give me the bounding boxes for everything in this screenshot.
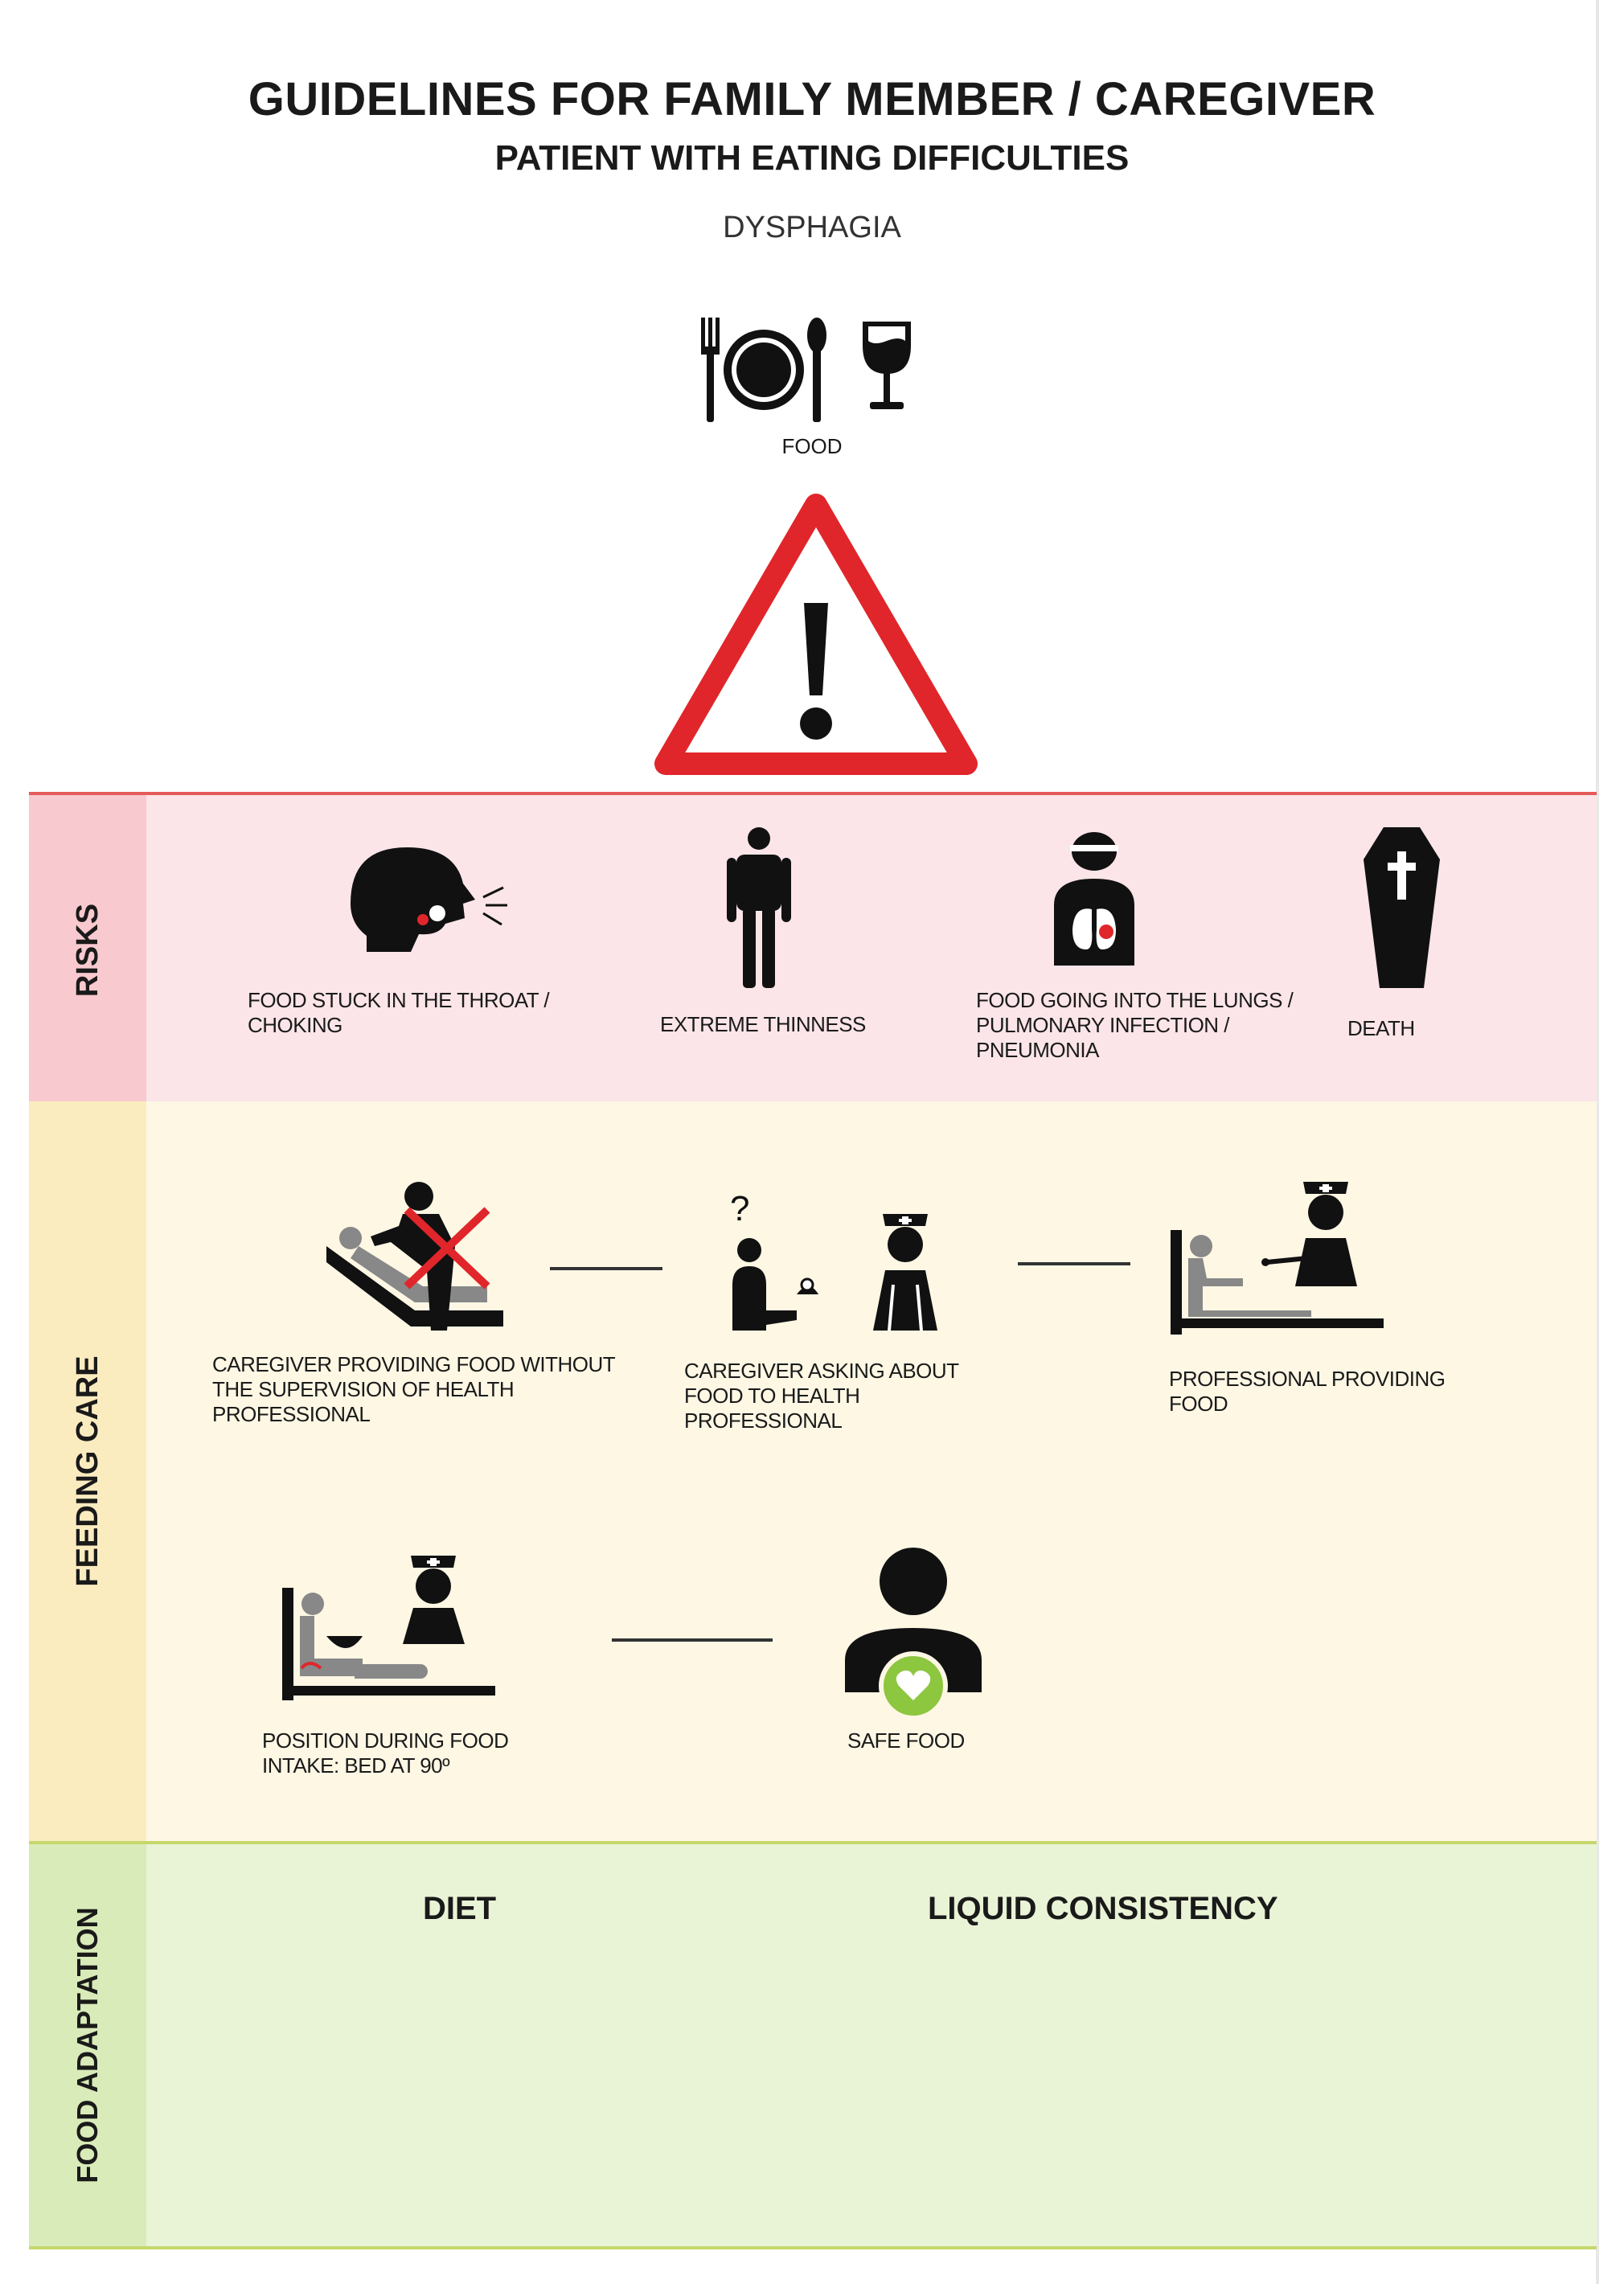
diet-column-header: DIET: [423, 1891, 497, 1926]
wine-glass-icon: [863, 322, 911, 409]
food-label: FOOD: [781, 434, 843, 458]
page-edge: [1596, 0, 1599, 2284]
risk-label-death: DEATH: [1347, 1016, 1415, 1040]
risk-label-pneumonia: FOOD GOING INTO THE LUNGS / PULMONARY IN…: [976, 988, 1294, 1062]
svg-text:?: ?: [730, 1189, 749, 1228]
caregiver-asking-nurse-icon: ?: [730, 1189, 937, 1331]
feeding-step-position-label: POSITION DURING FOOD INTAKE: BED AT 90º: [262, 1728, 509, 1778]
feeding-care-tab-label: FEEDING CARE: [71, 1355, 105, 1587]
feeding-step-safe-food-label: SAFE FOOD: [847, 1728, 965, 1753]
risks-tab-label: RISKS: [71, 903, 105, 997]
page-title: GUIDELINES FOR FAMILY MEMBER / CAREGIVER: [248, 73, 1376, 125]
bed-90-degrees-icon: [282, 1556, 495, 1700]
step-connector: [1018, 1262, 1130, 1265]
food-adaptation-tab: FOOD ADAPTATION: [29, 1844, 146, 2246]
food-adaptation-section: FOOD ADAPTATION DIET LIQUID CONSISTENCY: [29, 1844, 1597, 2249]
page-subtitle: PATIENT WITH EATING DIFFICULTIES: [494, 138, 1130, 178]
step-connector: [550, 1267, 662, 1270]
feeding-care-tab: FEEDING CARE: [29, 1101, 146, 1841]
unsupervised-feeding-icon: [326, 1182, 503, 1331]
choking-head-icon: [351, 847, 507, 952]
risk-label-choking: FOOD STUCK IN THE THROAT / CHOKING: [248, 988, 550, 1037]
coffin-icon: [1364, 827, 1440, 988]
liquid-consistency-column-header: LIQUID CONSISTENCY: [928, 1891, 1278, 1926]
risks-tab: RISKS: [29, 795, 146, 1105]
feeding-step-asking-label: CAREGIVER ASKING ABOUT FOOD TO HEALTH PR…: [684, 1359, 959, 1433]
feeding-step-unsupervised-label: CAREGIVER PROVIDING FOOD WITHOUT THE SUP…: [212, 1352, 615, 1426]
thin-person-icon: [727, 827, 791, 988]
professional-feeding-icon: [1171, 1182, 1384, 1335]
risk-label-thinness: EXTREME THINNESS: [660, 1012, 866, 1036]
food-adaptation-tab-label: FOOD ADAPTATION: [71, 1907, 104, 2184]
feeding-step-professional-label: PROFESSIONAL PROVIDING FOOD: [1169, 1367, 1446, 1416]
safe-food-heart-icon: [845, 1548, 982, 1720]
condition-label: DYSPHAGIA: [723, 211, 901, 244]
step-connector: [612, 1638, 773, 1642]
cutlery-plate-icon: [701, 318, 826, 422]
risks-section: RISKS FOOD STUCK IN THE THROAT / CHOKING…: [29, 792, 1597, 1108]
lungs-infection-icon: [1054, 832, 1134, 966]
feeding-care-section: FEEDING CARE CAREGIVER PROVIDING FOOD WI…: [29, 1101, 1597, 1844]
warning-triangle-icon: [654, 494, 978, 775]
